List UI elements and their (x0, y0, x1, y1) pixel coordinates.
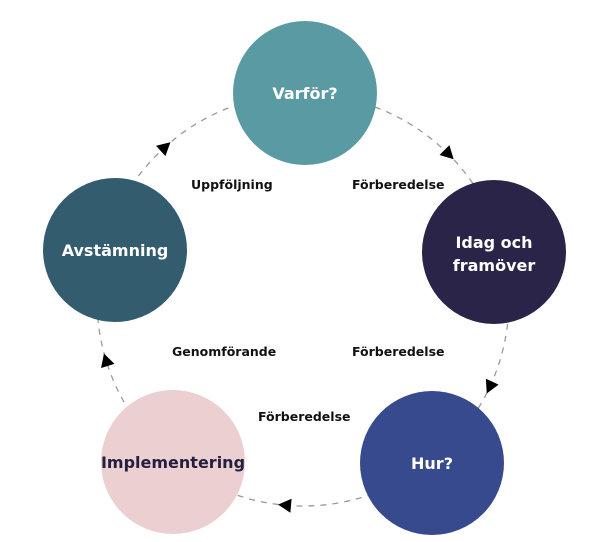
node-varfor-label: Varför? (272, 84, 337, 103)
node-idag-circle (422, 180, 566, 324)
node-hur-circle (360, 391, 504, 535)
edge-label-implementering-avstamning: Genomförande (172, 344, 276, 359)
arrow-varfor-to-idag-icon (439, 145, 454, 160)
node-implementering-circle (101, 390, 245, 534)
edge-label-idag-hur: Förberedelse (352, 344, 444, 359)
edge-label-avstamning-varfor: Uppföljning (191, 177, 273, 192)
node-varfor: Varför? (233, 21, 377, 165)
node-idag-label-line-2: framöver (453, 256, 536, 275)
node-implementering: Implementering (101, 390, 245, 534)
arrow-idag-to-hur-icon (485, 378, 499, 394)
node-hur-label: Hur? (411, 454, 453, 473)
arrow-avstamning-to-varfor-icon (156, 142, 171, 157)
arrow-implementering-to-avstamning-icon (101, 353, 115, 368)
node-avstamning-circle (43, 178, 187, 322)
node-hur: Hur? (360, 391, 504, 535)
arrow-hur-to-implementering-icon (278, 498, 292, 513)
node-varfor-circle (233, 21, 377, 165)
node-idag-och-framover: Idag och framöver (422, 180, 566, 324)
edge-label-hur-implementering: Förberedelse (258, 409, 350, 424)
node-idag-label-line-1: Idag och (455, 233, 532, 252)
node-avstamning-label: Avstämning (62, 241, 169, 260)
node-avstamning: Avstämning (43, 178, 187, 322)
edge-label-varfor-idag: Förberedelse (352, 177, 444, 192)
node-implementering-label: Implementering (101, 453, 245, 472)
